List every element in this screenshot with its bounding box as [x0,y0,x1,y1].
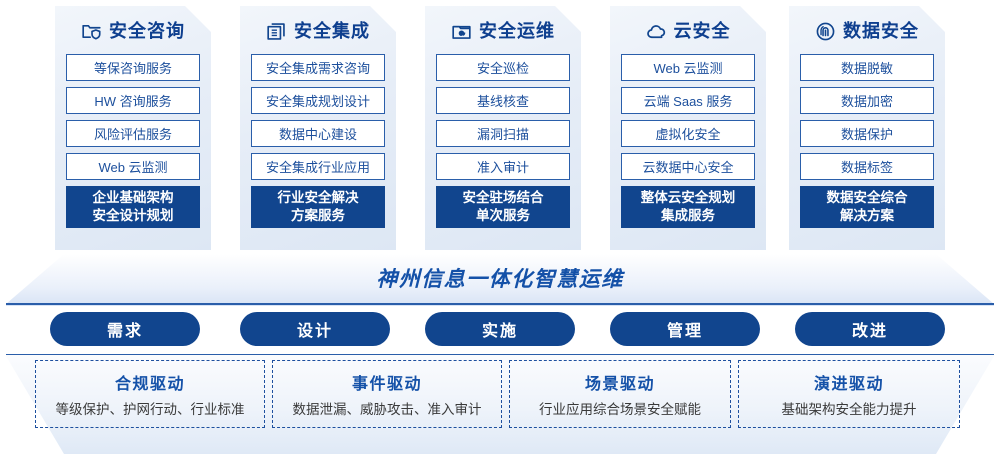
card-security-integration[interactable]: 安全集成 安全集成需求咨询 安全集成规划设计 数据中心建设 安全集成行业应用 行… [240,6,396,250]
card-item[interactable]: 虚拟化安全 [621,120,755,147]
card-item[interactable]: 数据加密 [800,87,934,114]
card-item[interactable]: 数据中心建设 [251,120,385,147]
card-item[interactable]: 安全集成行业应用 [251,153,385,180]
card-item[interactable]: HW 咨询服务 [66,87,200,114]
highlight-line-1: 行业安全解决 [277,189,359,205]
pill-manage[interactable]: 管理 [610,312,760,346]
lifecycle-pills: 需求 设计 实施 管理 改进 [0,312,1000,350]
driver-desc: 基础架构安全能力提升 [781,402,917,417]
driver-compliance[interactable]: 合规驱动 等级保护、护网行动、行业标准 [35,360,265,428]
highlight-line-1: 企业基础架构 [92,189,174,205]
platform-banner-title: 神州信息一体化智慧运维 [376,268,624,291]
card-item[interactable]: Web 云监测 [66,153,200,180]
card-item[interactable]: 云数据中心安全 [621,153,755,180]
highlight-line-2: 方案服务 [291,208,345,223]
document-stack-icon [266,21,287,42]
card-item[interactable]: 安全集成规划设计 [251,87,385,114]
pill-requirement[interactable]: 需求 [50,312,200,346]
highlight-line-1: 数据安全综合 [826,189,908,205]
pill-design[interactable]: 设计 [240,312,390,346]
card-data-security[interactable]: 数据安全 数据脱敏 数据加密 数据保护 数据标签 数据安全综合 解决方案 [789,6,945,250]
platform-banner: 神州信息一体化智慧运维 [6,254,994,306]
drivers-container [6,354,994,454]
highlight-line-1: 安全驻场结合 [462,189,544,205]
folder-shield-icon [81,21,102,42]
card-title: 安全集成 [294,21,370,41]
card-item[interactable]: 数据保护 [800,120,934,147]
card-title: 安全咨询 [109,21,185,41]
card-item[interactable]: 安全集成需求咨询 [251,54,385,81]
card-header: 云安全 [621,8,755,54]
cloud-icon [646,21,667,42]
highlight-line-2: 安全设计规划 [92,208,174,223]
card-title: 数据安全 [843,21,919,41]
banner-underline [6,303,994,305]
driver-title: 演进驱动 [813,376,884,393]
card-highlight[interactable]: 行业安全解决 方案服务 [251,186,385,228]
driver-evolution[interactable]: 演进驱动 基础架构安全能力提升 [738,360,960,428]
card-highlight[interactable]: 整体云安全规划 集成服务 [621,186,755,228]
drivers-row: 合规驱动 等级保护、护网行动、行业标准 事件驱动 数据泄漏、威胁攻击、准入审计 … [0,354,1000,454]
card-header: 安全咨询 [66,8,200,54]
card-item[interactable]: 等保咨询服务 [66,54,200,81]
pill-implement[interactable]: 实施 [425,312,575,346]
card-item[interactable]: 数据脱敏 [800,54,934,81]
highlight-line-1: 整体云安全规划 [640,189,736,205]
card-item[interactable]: 安全巡检 [436,54,570,81]
card-item[interactable]: 云端 Saas 服务 [621,87,755,114]
card-item[interactable]: 基线核查 [436,87,570,114]
card-item[interactable]: 漏洞扫描 [436,120,570,147]
card-highlight[interactable]: 安全驻场结合 单次服务 [436,186,570,228]
driver-desc: 等级保护、护网行动、行业标准 [55,402,245,417]
card-highlight[interactable]: 数据安全综合 解决方案 [800,186,934,228]
card-item[interactable]: 准入审计 [436,153,570,180]
card-item[interactable]: 风险评估服务 [66,120,200,147]
highlight-line-2: 解决方案 [840,208,894,223]
card-header: 安全运维 [436,8,570,54]
card-security-consulting[interactable]: 安全咨询 等保咨询服务 HW 咨询服务 风险评估服务 Web 云监测 企业基础架… [55,6,211,250]
driver-title: 合规驱动 [114,376,185,393]
highlight-line-2: 集成服务 [661,208,715,223]
card-item[interactable]: Web 云监测 [621,54,755,81]
card-item[interactable]: 数据标签 [800,153,934,180]
card-security-operations[interactable]: 安全运维 安全巡检 基线核查 漏洞扫描 准入审计 安全驻场结合 单次服务 [425,6,581,250]
driver-title: 事件驱动 [351,376,422,393]
folder-chart-icon [451,21,472,42]
capability-cards: 安全咨询 等保咨询服务 HW 咨询服务 风险评估服务 Web 云监测 企业基础架… [0,0,1000,252]
driver-desc: 数据泄漏、威胁攻击、准入审计 [292,402,482,417]
fingerprint-icon [815,21,836,42]
card-title: 安全运维 [479,21,555,41]
driver-desc: 行业应用综合场景安全赋能 [539,402,701,417]
card-cloud-security[interactable]: 云安全 Web 云监测 云端 Saas 服务 虚拟化安全 云数据中心安全 整体云… [610,6,766,250]
card-highlight[interactable]: 企业基础架构 安全设计规划 [66,186,200,228]
driver-scenario[interactable]: 场景驱动 行业应用综合场景安全赋能 [509,360,731,428]
card-header: 安全集成 [251,8,385,54]
driver-title: 场景驱动 [584,376,655,393]
pill-improve[interactable]: 改进 [795,312,945,346]
driver-incident[interactable]: 事件驱动 数据泄漏、威胁攻击、准入审计 [272,360,502,428]
highlight-line-2: 单次服务 [476,208,530,223]
card-title: 云安全 [673,21,731,41]
card-header: 数据安全 [800,8,934,54]
